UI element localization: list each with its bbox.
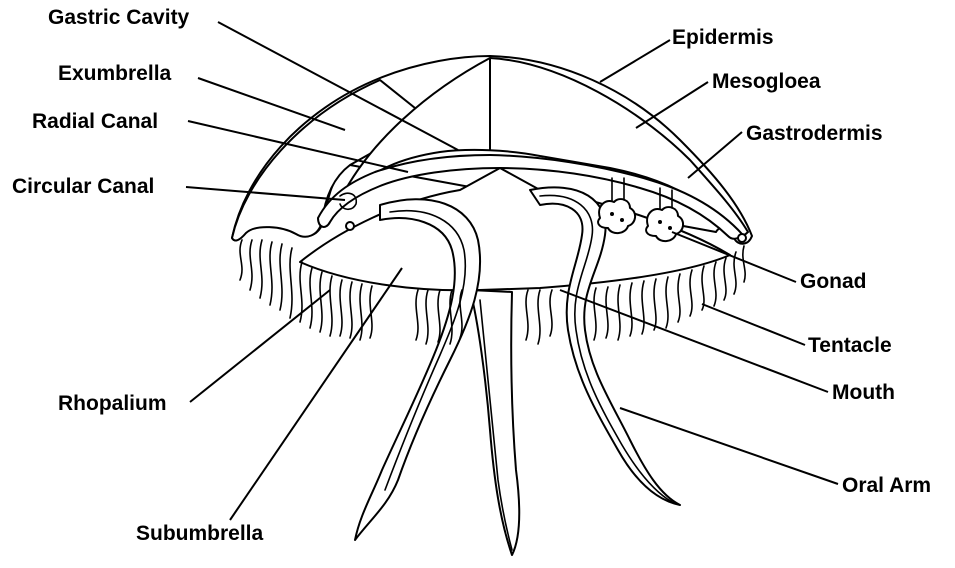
- label-gastric-cavity: Gastric Cavity: [48, 6, 190, 29]
- label-gonad: Gonad: [800, 270, 867, 293]
- label-tentacle: Tentacle: [808, 334, 892, 357]
- label-mesogloea: Mesogloea: [712, 70, 821, 93]
- label-radial-canal: Radial Canal: [32, 110, 158, 133]
- rhopalium-dot-left: [346, 222, 354, 230]
- label-oral-arm: Oral Arm: [842, 474, 931, 497]
- rhopalium-dot-right: [738, 234, 746, 242]
- leader-mesogloea: [636, 82, 708, 128]
- leader-exumbrella: [198, 78, 345, 130]
- label-exumbrella: Exumbrella: [58, 62, 172, 85]
- leader-epidermis: [600, 40, 670, 82]
- leader-tentacle: [702, 304, 805, 345]
- leader-oral-arm: [620, 408, 838, 484]
- label-rhopalium: Rhopalium: [58, 392, 167, 415]
- label-circular-canal: Circular Canal: [12, 175, 154, 198]
- label-mouth: Mouth: [832, 381, 895, 404]
- label-subumbrella: Subumbrella: [136, 522, 264, 545]
- leader-gastrodermis: [688, 132, 742, 178]
- leader-mouth: [560, 290, 828, 392]
- leader-rhopalium: [190, 290, 330, 402]
- label-epidermis: Epidermis: [672, 26, 774, 49]
- label-gastrodermis: Gastrodermis: [746, 122, 883, 145]
- manubrium: [470, 290, 519, 555]
